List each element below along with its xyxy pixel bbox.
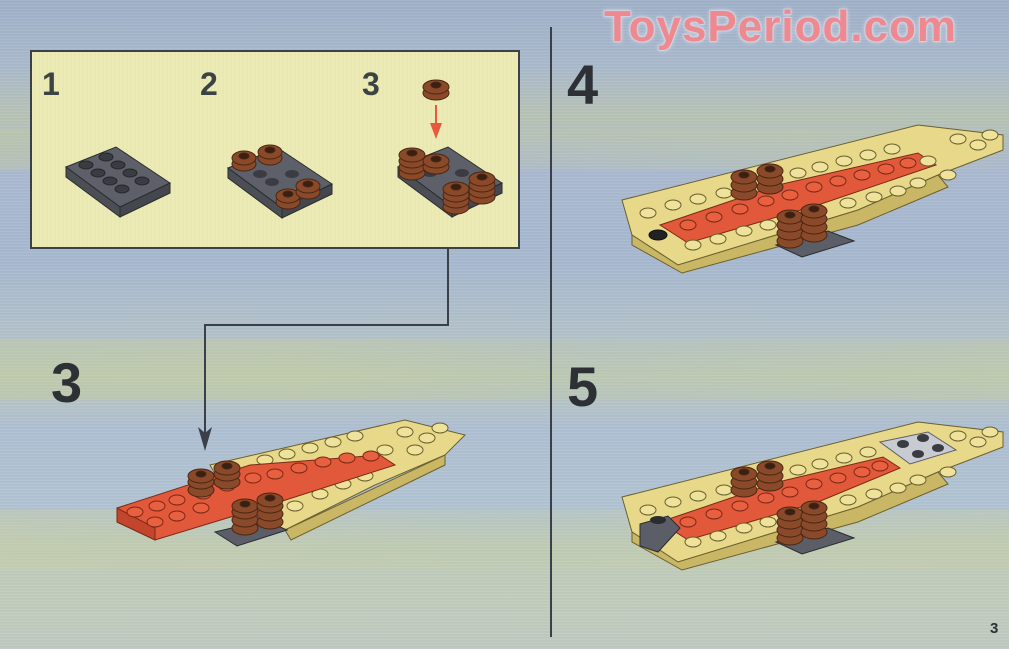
step-4-model-illustration (621, 124, 1004, 274)
substep-number-1: 1 (42, 66, 60, 102)
sky-streak (0, 340, 1009, 400)
watermark-logo: ToysPeriod.com (604, 2, 958, 51)
substep-3-plate-illustration (396, 79, 504, 218)
connector-line (204, 324, 206, 434)
step-number-5: 5 (567, 355, 599, 418)
page-number: 3 (990, 620, 999, 637)
substep-2-plate-illustration (226, 144, 334, 219)
step-5-model-illustration (621, 421, 1004, 571)
page-divider (550, 27, 552, 637)
step-number-4: 4 (567, 53, 599, 116)
connector-line (204, 324, 449, 326)
substep-1-plate-illustration (64, 146, 172, 218)
step-3-model-illustration (116, 419, 466, 547)
step-number-3: 3 (51, 351, 83, 414)
connector-arrow-icon (198, 427, 212, 451)
substep-number-3: 3 (362, 66, 380, 102)
connector-line (447, 249, 449, 326)
substep-number-2: 2 (200, 66, 218, 102)
